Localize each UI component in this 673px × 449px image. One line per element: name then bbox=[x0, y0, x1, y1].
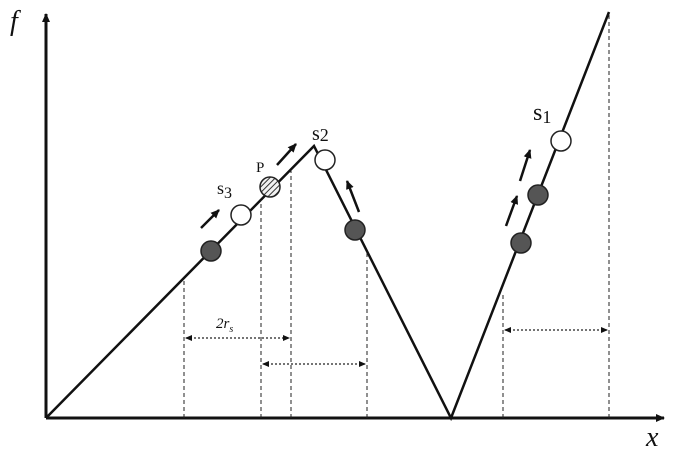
label-s2-sub: 2 bbox=[320, 125, 329, 145]
arrow-right-upper bbox=[518, 149, 532, 182]
particle-filled-left bbox=[200, 240, 222, 262]
particles bbox=[200, 130, 572, 262]
y-axis-label: f bbox=[10, 6, 21, 37]
movement-arrows bbox=[200, 143, 532, 229]
arrow-right-lower bbox=[504, 195, 519, 227]
dimension-arrows bbox=[185, 327, 608, 367]
label-s1-base: s bbox=[533, 100, 542, 126]
particle-filled-right-lower bbox=[510, 232, 532, 254]
particle-s1 bbox=[550, 130, 572, 152]
radius-label-base: 2r bbox=[216, 316, 230, 332]
label-p: P bbox=[256, 160, 264, 176]
dashed-guides bbox=[183, 14, 610, 418]
label-s2-base: s bbox=[312, 123, 320, 145]
particle-s3 bbox=[230, 204, 252, 226]
arrow-s3 bbox=[200, 209, 220, 229]
particle-filled-descent bbox=[344, 219, 366, 241]
arrow-p bbox=[276, 143, 297, 166]
particle-filled-right-upper bbox=[527, 184, 549, 206]
label-s3-sub: 3 bbox=[224, 185, 232, 202]
x-axis-label: x bbox=[645, 422, 659, 449]
arrow-s2-descent bbox=[345, 180, 361, 213]
label-s1: s1 bbox=[533, 100, 551, 127]
label-s3-base: s bbox=[217, 178, 224, 198]
fitness-curve bbox=[45, 11, 611, 422]
label-s3: s3 bbox=[217, 178, 232, 202]
radius-label-sub: s bbox=[229, 324, 233, 335]
particle-p bbox=[259, 176, 281, 198]
label-s2: s2 bbox=[312, 123, 329, 145]
particle-s2 bbox=[314, 149, 336, 171]
radius-label: 2rs bbox=[216, 316, 233, 335]
label-s1-sub: 1 bbox=[542, 107, 551, 127]
